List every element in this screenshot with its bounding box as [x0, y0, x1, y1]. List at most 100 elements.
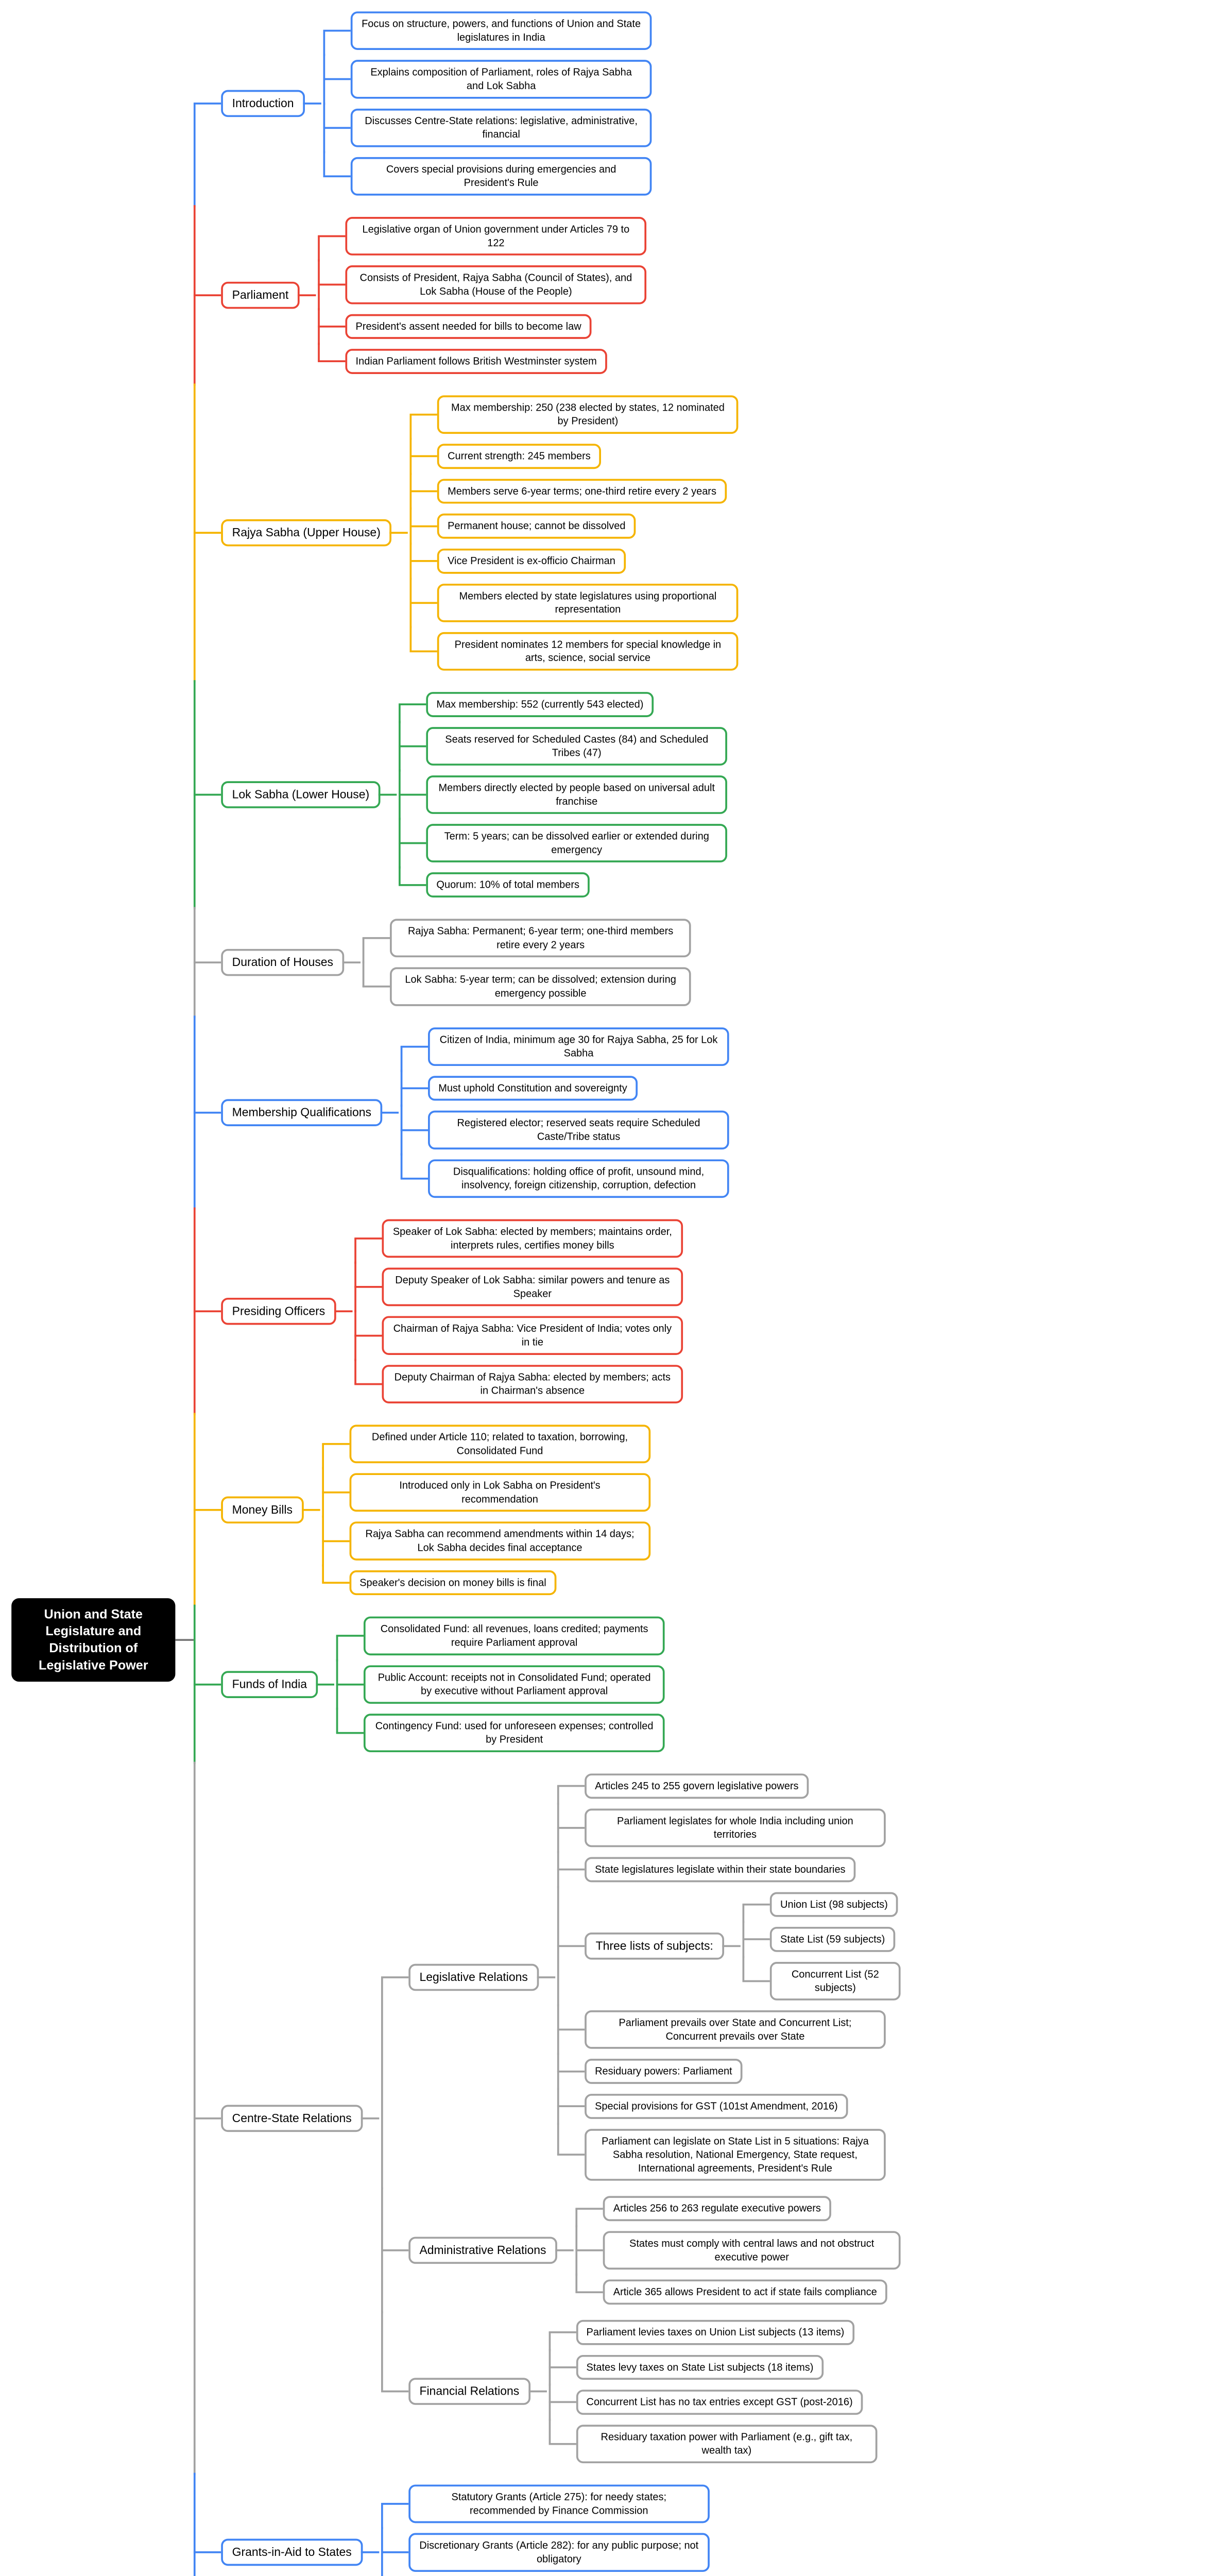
mindmap-node: Consists of President, Rajya Sabha (Coun… — [345, 265, 647, 304]
children-container: Consolidated Fund: all revenues, loans c… — [336, 1616, 665, 1753]
tree-node: Articles 256 to 263 regulate executive p… — [575, 2196, 831, 2227]
tree-node: Introduced only in Lok Sabha on Presiden… — [321, 1467, 650, 1518]
mindmap-node: Concurrent List has no tax entries excep… — [576, 2389, 863, 2415]
branch-label: Introduction — [221, 90, 321, 117]
mindmap-node: Members serve 6-year terms; one-third re… — [437, 479, 727, 504]
tree-node: Parliament levies taxes on Union List su… — [548, 2319, 855, 2351]
mindmap-node: Rajya Sabha: Permanent; 6-year term; one… — [390, 919, 691, 958]
tree-node: Three lists of subjects:Union List (98 s… — [557, 1886, 901, 2007]
tree-node: Rajya Sabha can recommend amendments wit… — [321, 1515, 650, 1567]
mindmap-node: Covers special provisions during emergen… — [350, 157, 652, 196]
branch-label: Parliament — [221, 282, 316, 309]
mindmap-node: Residuary taxation power with Parliament… — [576, 2425, 878, 2464]
tree-node: Vice President is ex-officio Chairman — [409, 542, 626, 580]
tree-node: Articles 245 to 255 govern legislative p… — [557, 1773, 809, 1805]
children-container: Legislative Relations Articles 245 to 255… — [381, 1773, 901, 2464]
mindmap: Union and State Legislature and Distribu… — [11, 11, 901, 2576]
mindmap-node: Article 365 allows President to act if s… — [603, 2279, 887, 2305]
tree-node: Lok Sabha (Lower House)Max membership: 5… — [193, 680, 728, 909]
subbranch-label: Financial Relations — [408, 2378, 547, 2405]
mindmap-node: Permanent house; cannot be dissolved — [437, 513, 636, 539]
mindmap-node: Public Account: receipts not in Consolid… — [364, 1665, 665, 1704]
mindmap-node: Lok Sabha: 5-year term; can be dissolved… — [390, 967, 691, 1006]
tree-node: Lok Sabha: 5-year term; can be dissolved… — [363, 961, 691, 1006]
mindmap-node: Members directly elected by people based… — [426, 775, 728, 814]
tree-node: Introduction Focus on structure, powers, … — [193, 11, 652, 208]
mindmap-node: Parliament prevails over State and Concu… — [585, 2010, 886, 2049]
mindmap-node: State List (59 subjects) — [770, 1927, 896, 1952]
tree-node: Legislative Relations Articles 245 to 255… — [381, 1773, 901, 2190]
tree-node: Quorum: 10% of total members — [399, 866, 590, 897]
mindmap-node: Max membership: 552 (currently 543 elect… — [426, 692, 654, 717]
mindmap-node: State legislatures legislate within thei… — [585, 1857, 856, 1883]
tree-node: Special provisions for GST (101st Amendm… — [557, 2088, 848, 2125]
tree-node: Term: 5 years; can be dissolved earlier … — [399, 818, 728, 869]
tree-node: Permanent house; cannot be dissolved — [409, 507, 636, 545]
branch-label: Centre-State Relations — [221, 2105, 379, 2132]
mindmap-node: President nominates 12 members for speci… — [437, 632, 739, 671]
tree-node: Union List (98 subjects) — [742, 1892, 898, 1923]
mindmap-node: Articles 245 to 255 govern legislative p… — [585, 1773, 809, 1799]
children-container: Citizen of India, minimum age 30 for Raj… — [400, 1027, 729, 1198]
mindmap-node: Speaker's decision on money bills is fin… — [349, 1570, 557, 1596]
tree-node: Discusses Centre-State relations: legisl… — [323, 102, 652, 154]
tree-node: Indian Parliament follows British Westmi… — [318, 343, 607, 374]
branch-label: Membership Qualifications — [221, 1099, 399, 1126]
tree-node: Statutory Grants (Article 275): for need… — [381, 2484, 710, 2530]
mindmap-node: Term: 5 years; can be dissolved earlier … — [426, 824, 728, 863]
subbranch-label: Legislative Relations — [408, 1963, 556, 1991]
mindmap-node: Focus on structure, powers, and function… — [350, 11, 652, 50]
tree-node: State legislatures legislate within thei… — [557, 1851, 856, 1888]
children-container: Union List (98 subjects) State List (59 s… — [742, 1892, 901, 2001]
branches-container: Introduction Focus on structure, powers, … — [193, 11, 901, 2576]
mindmap-node: Legislative organ of Union government un… — [345, 217, 647, 256]
tree-node: Members serve 6-year terms; one-third re… — [409, 472, 727, 510]
tree-node: Consists of President, Rajya Sabha (Coun… — [318, 259, 647, 311]
tree-node: Parliament prevails over State and Concu… — [557, 2004, 886, 2055]
mindmap-node: President's assent needed for bills to b… — [345, 314, 592, 339]
tree-node: Registered elector; reserved seats requi… — [400, 1105, 729, 1156]
mindmap-node: Members elected by state legislatures us… — [437, 583, 739, 622]
tree-node: Citizen of India, minimum age 30 for Raj… — [400, 1027, 729, 1072]
mindmap-node: Rajya Sabha can recommend amendments wit… — [349, 1521, 650, 1561]
mindmap-node: Explains composition of Parliament, role… — [350, 60, 652, 99]
tree-node: Members elected by state legislatures us… — [409, 577, 739, 629]
tree-node: Discretionary Grants (Article 282): for … — [381, 2527, 710, 2576]
mindmap-node: Chairman of Rajya Sabha: Vice President … — [382, 1316, 683, 1355]
mindmap-node: Statutory Grants (Article 275): for need… — [408, 2484, 710, 2523]
mindmap-node: Must uphold Constitution and sovereignty — [428, 1076, 638, 1101]
mindmap-node: Special provisions for GST (101st Amendm… — [585, 2093, 848, 2119]
tree-node: Residuary taxation power with Parliament… — [548, 2418, 878, 2464]
tree-node: President's assent needed for bills to b… — [318, 308, 592, 345]
mindmap-node: Discretionary Grants (Article 282): for … — [408, 2533, 710, 2572]
children-container: Articles 245 to 255 govern legislative p… — [557, 1773, 901, 2181]
mindmap-node: Max membership: 250 (238 elected by stat… — [437, 395, 739, 434]
mindmap-node: Deputy Chairman of Rajya Sabha: elected … — [382, 1364, 683, 1403]
mindmap-canvas: Union and State Legislature and Distribu… — [11, 11, 901, 2576]
mindmap-node: States levy taxes on State List subjects… — [576, 2354, 824, 2380]
children-container: Speaker of Lok Sabha: elected by members… — [354, 1219, 683, 1403]
tree-node: Current strength: 245 members — [409, 437, 601, 475]
tree-node: Seats reserved for Scheduled Castes (84)… — [399, 721, 728, 772]
mindmap-node: Deputy Speaker of Lok Sabha: similar pow… — [382, 1267, 683, 1307]
mindmap-node: Contingency Fund: used for unforeseen ex… — [364, 1714, 665, 1753]
tree-node: Deputy Speaker of Lok Sabha: similar pow… — [354, 1261, 683, 1313]
mindmap-node: Consolidated Fund: all revenues, loans c… — [364, 1616, 665, 1655]
root-row: Union and State Legislature and Distribu… — [11, 11, 901, 2576]
mindmap-node: Vice President is ex-officio Chairman — [437, 548, 626, 574]
mindmap-node: Defined under Article 110; related to ta… — [349, 1425, 650, 1464]
tree-node: Rajya Sabha: Permanent; 6-year term; one… — [363, 919, 691, 964]
children-container: Focus on structure, powers, and function… — [323, 11, 652, 196]
mindmap-node: Introduced only in Lok Sabha on Presiden… — [349, 1473, 650, 1512]
tree-node: Contingency Fund: used for unforeseen ex… — [336, 1707, 665, 1753]
tree-node: Max membership: 552 (currently 543 elect… — [399, 692, 654, 723]
children-container: Legislative organ of Union government un… — [318, 217, 647, 374]
branch-label: Presiding Officers — [221, 1297, 353, 1325]
tree-node: Must uphold Constitution and sovereignty — [400, 1070, 638, 1107]
